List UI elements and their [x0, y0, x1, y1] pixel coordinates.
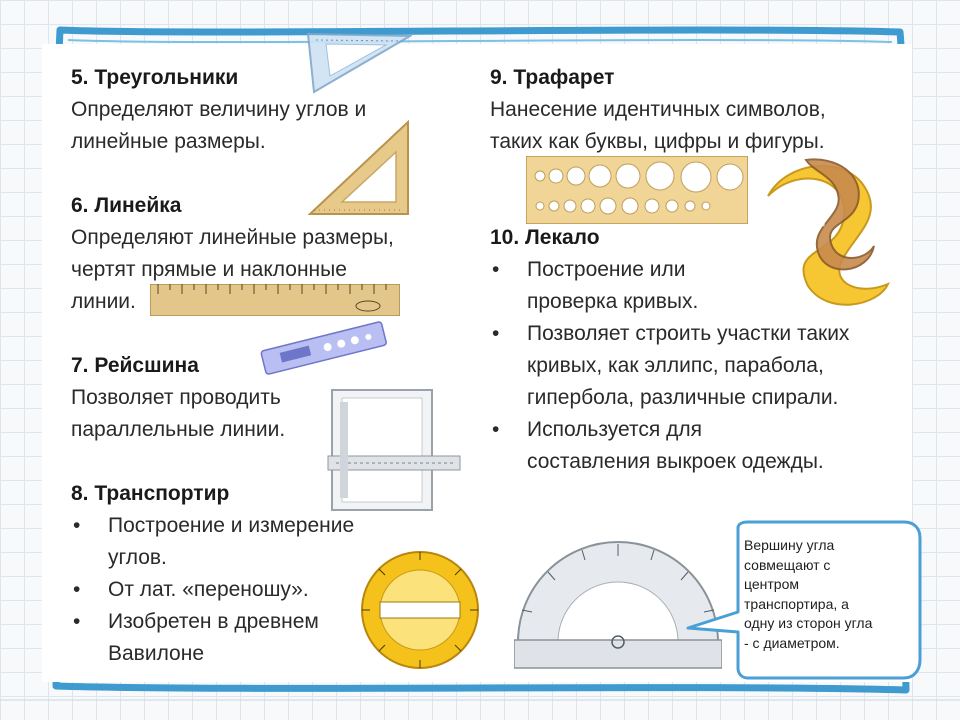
- callout-text: Вершину угла совмещают с центром транспо…: [744, 536, 916, 653]
- text-line: Построение или: [527, 258, 686, 281]
- text-line: параллельные линии.: [71, 418, 286, 441]
- text-line: углов.: [108, 546, 167, 569]
- text-line: Вавилоне: [108, 642, 205, 665]
- list-item: Изобретен в древнем Вавилоне: [71, 606, 371, 670]
- section-triangles: 5. Треугольники Определяют величину угло…: [71, 62, 366, 158]
- text-line: линейные размеры.: [71, 130, 266, 153]
- text-line: линии.: [71, 290, 136, 313]
- set-square-image: [306, 32, 412, 94]
- text-line: Позволяет проводить: [71, 386, 281, 409]
- list-item: От лат. «переношу».: [71, 574, 371, 606]
- text-line: Определяют величину углов и: [71, 98, 367, 121]
- list-item: Позволяет строить участки таких кривых, …: [490, 318, 910, 414]
- text-line: чертят прямые и наклонные: [71, 258, 347, 281]
- heading-triangles: 5. Треугольники: [71, 66, 239, 89]
- heading-curves: 10. Лекало: [490, 226, 600, 249]
- text-line: Используется для: [527, 418, 702, 441]
- wooden-ruler-image: [150, 284, 400, 316]
- text-line: Изобретен в древнем: [108, 610, 319, 633]
- text-line: От лат. «переношу».: [108, 578, 309, 601]
- list-item: Построение или проверка кривых.: [490, 254, 910, 318]
- heading-stencil: 9. Трафарет: [490, 66, 615, 89]
- plastic-ruler-image: [260, 321, 387, 375]
- text-line: Позволяет строить участки таких: [527, 322, 850, 345]
- list-item: Построение и измерение углов.: [71, 510, 371, 574]
- text-line: таких как буквы, цифры и фигуры.: [490, 130, 825, 153]
- text-line: гипербола, различные спирали.: [527, 386, 839, 409]
- text-line: Построение и измерение: [108, 514, 355, 537]
- section-stencil: 9. Трафарет Нанесение идентичных символо…: [490, 62, 826, 158]
- callout-bubble: [686, 520, 922, 680]
- bullet-list: Построение или проверка кривых. Позволяе…: [490, 254, 910, 478]
- text-line: Определяют линейные размеры,: [71, 226, 394, 249]
- drafting-board-image: [327, 389, 461, 511]
- wooden-triangle-image: [307, 119, 409, 215]
- text-line: Нанесение идентичных символов,: [490, 98, 826, 121]
- heading-ruler: 6. Линейка: [71, 194, 182, 217]
- section-ruler: 6. Линейка Определяют линейные размеры, …: [71, 190, 394, 318]
- heading-tsquare: 7. Рейсшина: [71, 354, 199, 377]
- section-tsquare: 7. Рейсшина Позволяет проводить параллел…: [71, 350, 285, 446]
- french-curves-image: [767, 158, 890, 306]
- text-line: - с диаметром.: [744, 634, 840, 651]
- list-item: Используется для составления выкроек оде…: [490, 414, 910, 478]
- half-protractor-image: [514, 541, 722, 669]
- text-line: проверка кривых.: [527, 290, 699, 313]
- heading-protractor: 8. Транспортир: [71, 482, 230, 505]
- section-curves: 10. Лекало Построение или проверка кривы…: [490, 222, 910, 478]
- text-line: транспортира, а: [744, 595, 849, 612]
- text-line: совмещают с: [744, 556, 831, 573]
- circle-stencil-image: [526, 156, 748, 224]
- text-line: одну из сторон угла: [744, 615, 873, 631]
- round-protractor-image: [361, 551, 479, 669]
- text-line: кривых, как эллипс, парабола,: [527, 354, 824, 377]
- bullet-list: Построение и измерение углов. От лат. «п…: [71, 510, 371, 670]
- text-line: Вершину угла: [744, 537, 835, 553]
- text-line: центром: [744, 576, 799, 592]
- text-line: составления выкроек одежды.: [527, 450, 824, 473]
- section-protractor: 8. Транспортир Построение и измерение уг…: [71, 478, 371, 670]
